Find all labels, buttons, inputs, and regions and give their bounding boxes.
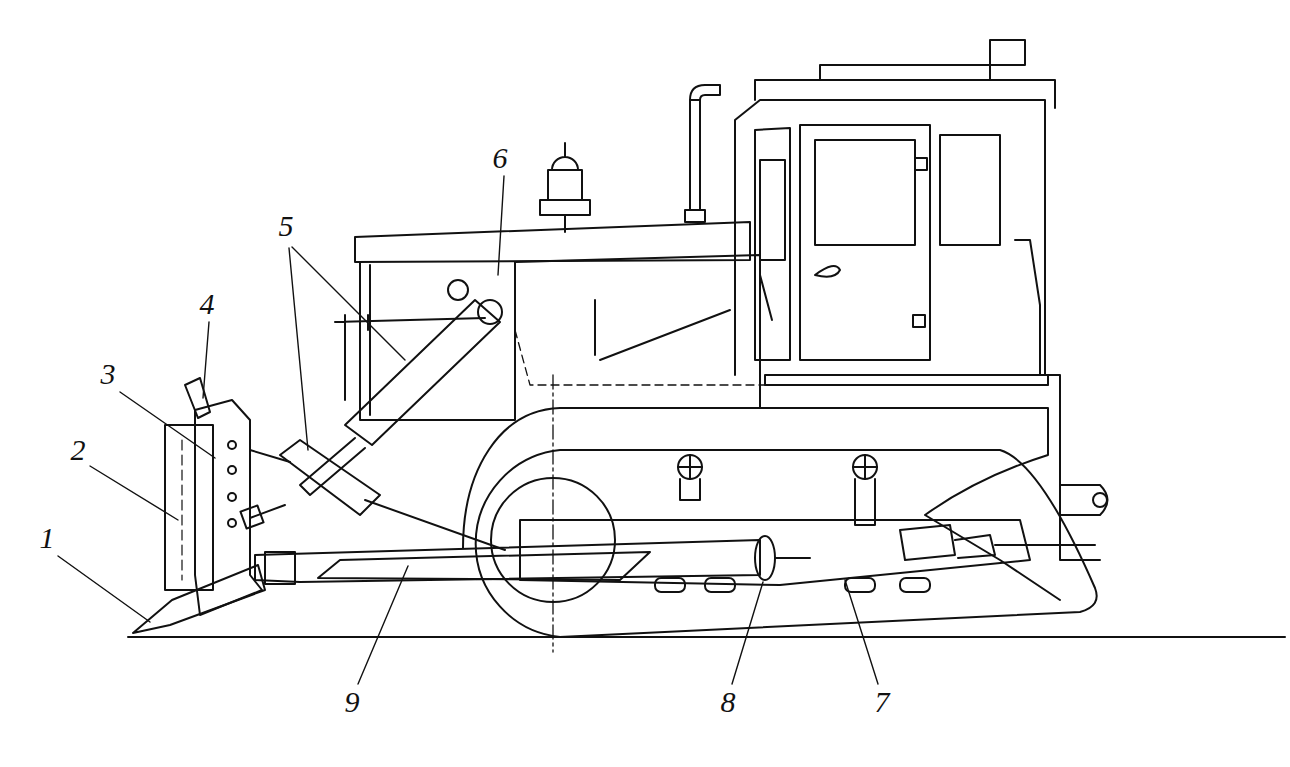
joint-pin (775, 557, 810, 559)
ball-joint (755, 536, 775, 580)
tension-cylinder (900, 525, 995, 560)
radiator-grille (360, 262, 515, 420)
grille-guard (344, 322, 346, 400)
arm-pin-block (265, 552, 295, 584)
push-arm-stiffener (318, 552, 650, 580)
rear-hitch (1093, 493, 1107, 507)
tension-rod (995, 544, 1095, 546)
adjust-hole (228, 466, 236, 474)
hood-panel-lines (595, 300, 730, 360)
track-belt (476, 450, 1097, 637)
grille-edge (369, 265, 371, 415)
callout-number: 3 (101, 359, 116, 389)
exhaust-pipe (685, 85, 720, 222)
callout-number: 8 (721, 687, 736, 717)
callout-number: 9 (345, 687, 360, 717)
callout-number: 4 (200, 289, 215, 319)
rear-frame (1048, 375, 1100, 560)
rear-hitch-plate (1060, 485, 1108, 515)
axis-line (552, 375, 553, 652)
tie-rod (335, 315, 485, 335)
beacon-lamp (540, 143, 590, 232)
ground-line (128, 636, 1285, 638)
blade-top-plate (185, 378, 210, 418)
adjust-hole (228, 493, 236, 501)
blade-centerline (181, 440, 182, 580)
push-arm (255, 540, 760, 582)
blade (165, 425, 213, 590)
filler-cap (448, 280, 468, 300)
track-fender (463, 408, 1060, 600)
carrier-rollers (678, 455, 877, 525)
leader-lines (58, 176, 878, 684)
adjust-hole (228, 441, 236, 449)
adjust-hole (228, 519, 236, 527)
track-rollers (655, 578, 930, 592)
callout-number: 1 (40, 523, 55, 553)
operator-cab (735, 40, 1055, 385)
callout-number: 2 (71, 435, 86, 465)
callout-number: 7 (875, 687, 890, 717)
callout-number: 5 (279, 211, 294, 241)
hydraulic-cylinders (240, 300, 505, 550)
callout-number: 6 (493, 143, 508, 173)
